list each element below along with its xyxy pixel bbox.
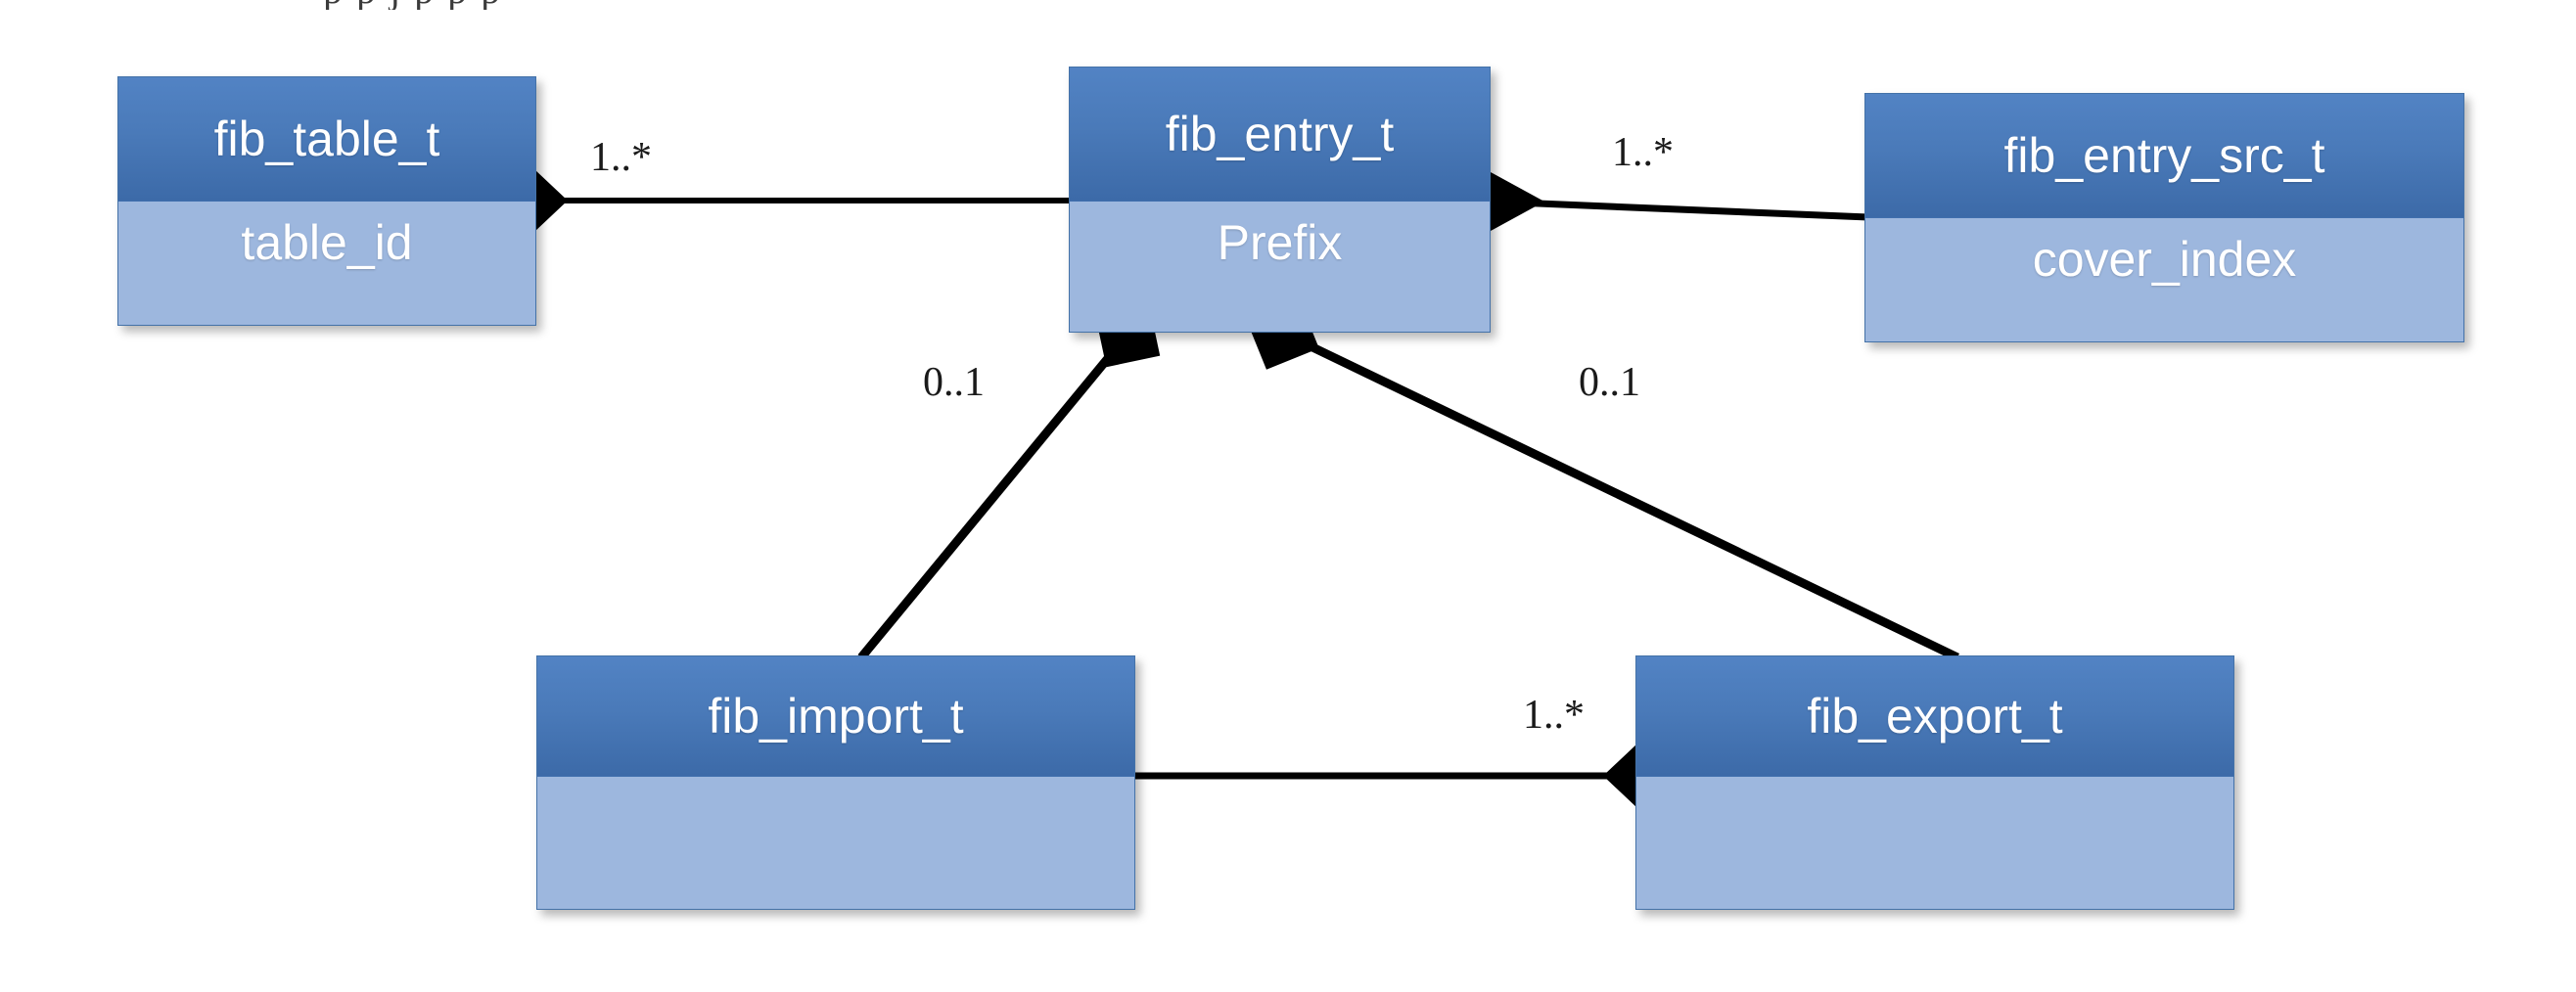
class-name-fib-entry-t: fib_entry_t [1165, 106, 1395, 161]
connector-entry-to-import [857, 332, 1131, 660]
arrow-marker-entry-to-src [1491, 172, 1544, 231]
class-attribute-table-id: table_id [241, 215, 413, 270]
multiplicity-label-entry-export: 0..1 [1579, 360, 1640, 405]
clipped-caption-text: p p j p p p [323, 0, 502, 10]
class-body-fib-import-t [537, 777, 1134, 909]
class-header-fib-entry-t: fib_entry_t [1070, 68, 1490, 202]
class-name-fib-entry-src-t: fib_entry_src_t [2003, 127, 2325, 183]
class-name-fib-table-t: fib_table_t [213, 111, 440, 166]
multiplicity-label-entry-src: 1..* [1612, 130, 1674, 175]
class-header-fib-import-t: fib_import_t [537, 656, 1134, 777]
class-body-fib-entry-src-t: cover_index [1865, 218, 2463, 341]
clipped-caption-strip: p p j p p p [0, 0, 2576, 10]
class-box-fib-export-t[interactable]: fib_export_t [1635, 655, 2234, 910]
class-box-fib-table-t[interactable]: fib_table_t table_id [117, 76, 536, 326]
class-name-fib-import-t: fib_import_t [708, 688, 964, 744]
multiplicity-label-table-entry: 1..* [590, 135, 652, 180]
class-box-fib-import-t[interactable]: fib_import_t [536, 655, 1135, 910]
multiplicity-label-import-export: 1..* [1523, 693, 1585, 738]
class-attribute-prefix: Prefix [1217, 215, 1343, 270]
class-header-fib-export-t: fib_export_t [1636, 656, 2233, 777]
class-box-fib-entry-src-t[interactable]: fib_entry_src_t cover_index [1864, 93, 2464, 342]
connector-entry-to-src [1490, 198, 1868, 221]
class-name-fib-export-t: fib_export_t [1807, 688, 2063, 744]
class-header-fib-table-t: fib_table_t [118, 77, 535, 202]
class-body-fib-table-t: table_id [118, 202, 535, 325]
class-header-fib-entry-src-t: fib_entry_src_t [1865, 94, 2463, 218]
class-attribute-cover-index: cover_index [2032, 232, 2297, 287]
multiplicity-label-entry-import: 0..1 [923, 360, 985, 405]
class-box-fib-entry-t[interactable]: fib_entry_t Prefix [1069, 67, 1491, 333]
class-body-fib-export-t [1636, 777, 2233, 909]
class-body-fib-entry-t: Prefix [1070, 202, 1490, 332]
